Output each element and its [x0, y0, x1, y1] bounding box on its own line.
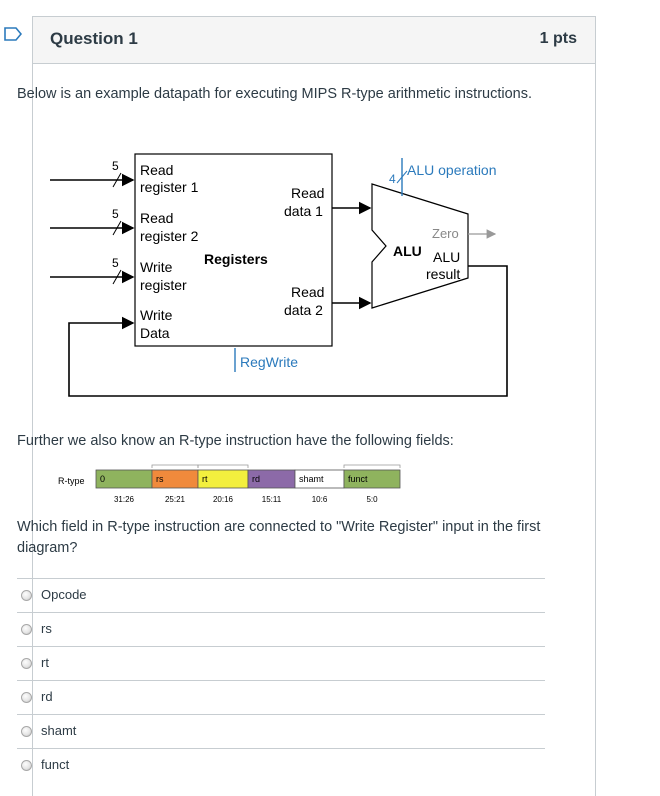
radio-button[interactable]	[21, 760, 32, 771]
zero-label: Zero	[432, 226, 459, 241]
bus-slash	[112, 172, 122, 188]
option-label: funct	[41, 757, 70, 772]
read-register-1-label-b: register 1	[140, 179, 199, 195]
read-register-2-label-a: Read	[140, 210, 173, 226]
option-label: rs	[41, 621, 52, 636]
question-prompt-line1: Which field in R-type instruction are co…	[17, 519, 541, 535]
question-title: Question 1	[50, 29, 138, 48]
question-card: Question 1 1 pts	[32, 16, 596, 796]
read-data-2-label-b: data 2	[284, 302, 323, 318]
bus-slash	[112, 269, 122, 285]
question-header: Question 1 1 pts	[33, 17, 595, 64]
bookmark-flag-icon[interactable]	[4, 27, 22, 41]
alu-op-slash	[396, 170, 408, 184]
alu-label: ALU	[393, 243, 422, 259]
answer-option-funct[interactable]: funct	[17, 748, 545, 783]
answer-option-rt[interactable]: rt	[17, 646, 545, 681]
alu-result-label-a: ALU	[433, 249, 460, 265]
option-label: shamt	[41, 723, 77, 738]
alu-operation-label: ALU operation	[407, 162, 497, 178]
fields-intro: Further we also know an R-type instructi…	[17, 433, 454, 449]
radio-button[interactable]	[21, 624, 32, 635]
read-register-1-label-a: Read	[140, 162, 173, 178]
question-prompt-line2: diagram?	[17, 540, 78, 556]
write-data-label-a: Write	[140, 307, 173, 323]
regwrite-label: RegWrite	[240, 354, 298, 370]
writeback-line	[68, 265, 508, 397]
bus-slash	[112, 220, 122, 236]
radio-button[interactable]	[21, 590, 32, 601]
register-file-box	[134, 153, 333, 347]
bus-width-2: 5	[112, 207, 119, 221]
question-intro: Below is an example datapath for executi…	[17, 86, 532, 102]
answer-option-opcode[interactable]: Opcode	[17, 578, 545, 613]
alu-op-bits: 4	[389, 172, 396, 186]
option-label: Opcode	[41, 587, 87, 602]
read-register-2-label-b: register 2	[140, 228, 199, 244]
answer-option-rs[interactable]: rs	[17, 612, 545, 647]
registers-label: Registers	[204, 251, 268, 267]
alu-result-label-b: result	[426, 266, 460, 282]
bus-width-1: 5	[112, 159, 119, 173]
radio-button[interactable]	[21, 726, 32, 737]
datapath-diagram: 5 5 5 Read register 1 Read register 2 Wr…	[50, 153, 508, 397]
read-data-1-label-a: Read	[291, 185, 324, 201]
bus-width-3: 5	[112, 256, 119, 270]
radio-button[interactable]	[21, 658, 32, 669]
write-data-label-b: Data	[140, 325, 170, 341]
write-register-label-b: register	[140, 277, 187, 293]
read-data-2-label-a: Read	[291, 284, 324, 300]
write-register-label-a: Write	[140, 259, 173, 275]
question-points: 1 pts	[539, 30, 577, 47]
answer-option-rd[interactable]: rd	[17, 680, 545, 715]
read-data-1-label-b: data 1	[284, 203, 323, 219]
option-label: rt	[41, 655, 49, 670]
radio-button[interactable]	[21, 692, 32, 703]
alu-shape	[371, 183, 469, 309]
option-label: rd	[41, 689, 53, 704]
answer-option-shamt[interactable]: shamt	[17, 714, 545, 749]
